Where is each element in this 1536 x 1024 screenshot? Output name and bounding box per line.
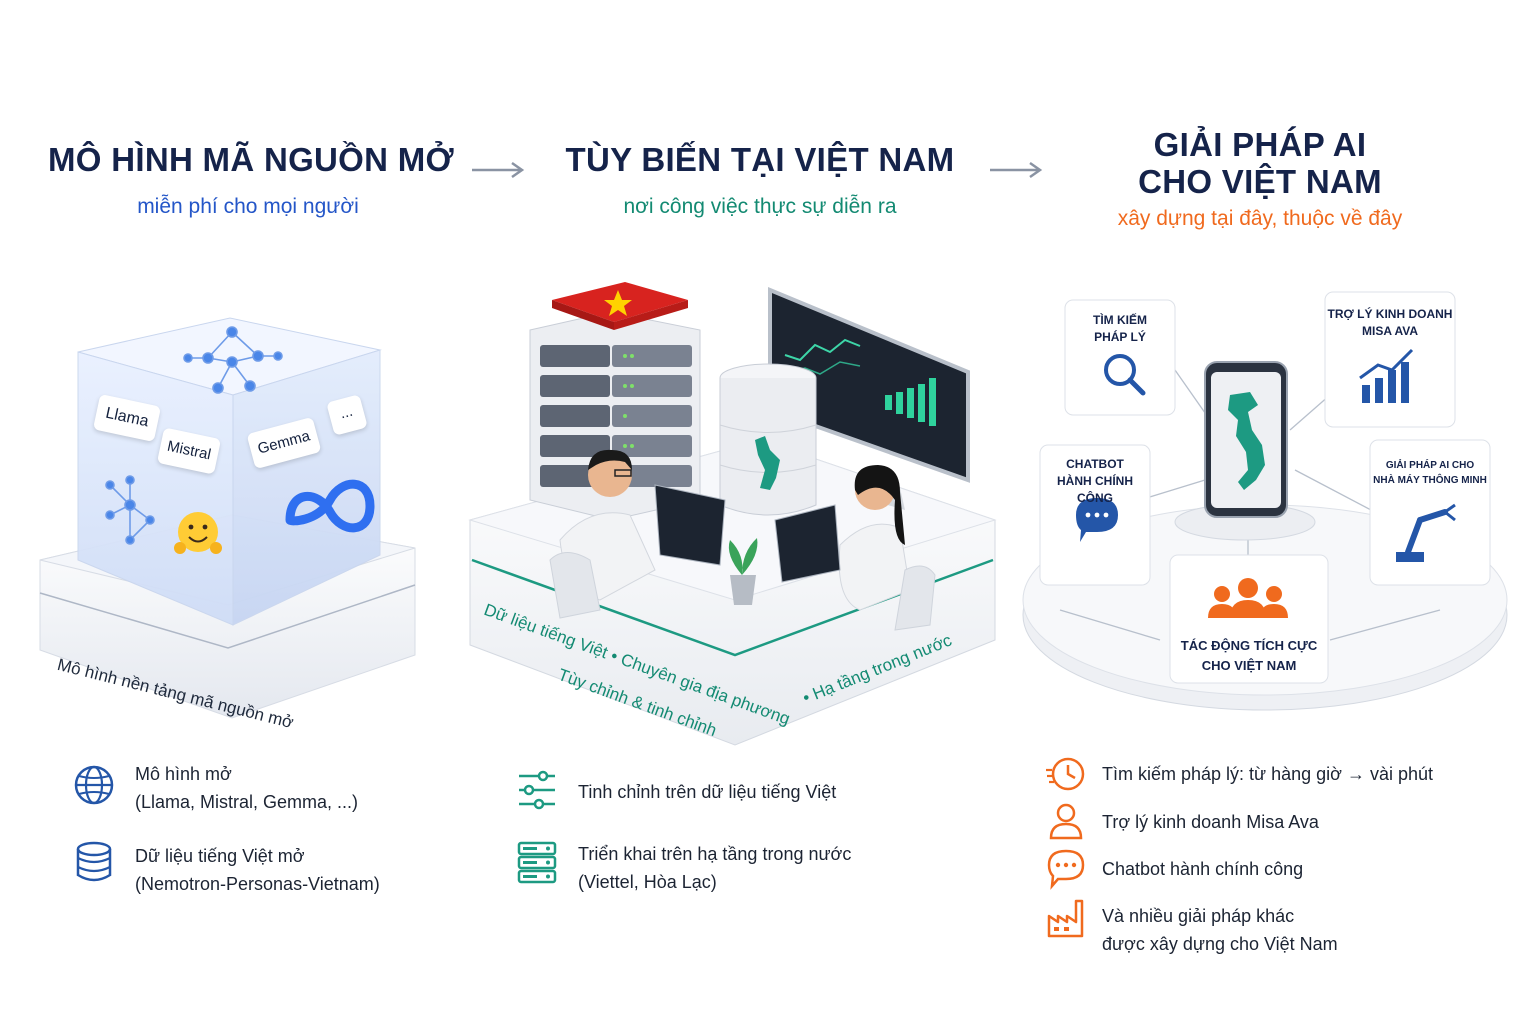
bullet-domestic-infra: Triển khai trên hạ tầng trong nước(Viett… (578, 844, 852, 892)
bullet-finetune: Tinh chỉnh trên dữ liệu tiếng Việt (578, 782, 837, 802)
server-icon (517, 841, 557, 884)
column-2-subtitle: nơi công việc thực sự diễn ra (623, 195, 897, 218)
cube-base-label: Mô hình nền tảng mã nguồn mở (55, 655, 296, 733)
bullet-open-vietnamese-data: Dữ liệu tiếng Việt mở(Nemotron-Personas-… (135, 846, 380, 894)
column-1-subtitle: miễn phí cho mọi người (137, 195, 359, 218)
smartphone-vietnam-map (1204, 361, 1288, 518)
bullet-open-models: Mô hình mở(Llama, Mistral, Gemma, ...) (135, 764, 359, 812)
bullet-misa-ava: Trợ lý kinh doanh Misa Ava (1102, 812, 1319, 832)
model-chip-gemma: Gemma (246, 416, 322, 470)
server-rack (529, 282, 701, 521)
clock-icon (1046, 757, 1085, 791)
column-3-subtitle: xây dựng tại đây, thuộc về đây (1117, 207, 1403, 230)
chat-icon (1047, 849, 1085, 890)
factory-icon (1047, 899, 1084, 938)
model-chip-more: ... (326, 394, 368, 436)
bullet-legal-search: Tìm kiếm pháp lý: từ hàng giờ → vài phút (1102, 764, 1433, 784)
column-1-title: MÔ HÌNH MÃ NGUỒN MỞ (48, 141, 454, 178)
platform-label-right: • Hạ tầng trong nước (800, 630, 955, 708)
column-2-title: TÙY BIẾN TẠI VIỆT NAM (565, 141, 955, 178)
vietnam-flag-icon (552, 282, 688, 330)
bullet-public-chatbot: Chatbot hành chính công (1102, 859, 1304, 879)
globe-icon (74, 765, 114, 805)
engineer-man (559, 449, 726, 601)
arrow-right-icon (472, 161, 525, 179)
arrow-right-icon (990, 161, 1043, 179)
engineer-woman (774, 465, 911, 611)
sliders-icon (519, 770, 555, 810)
database-cylinder (719, 363, 817, 516)
user-icon (1049, 803, 1083, 840)
plant-icon (728, 538, 758, 605)
open-model-cube (77, 317, 382, 626)
meta-infinity-icon (285, 479, 375, 533)
cube-base (39, 514, 416, 719)
model-chip-llama: Llama (92, 393, 162, 443)
model-chip-mistral: Mistral (156, 427, 222, 475)
column-3-title-line1: GIẢI PHÁP AI (1153, 126, 1367, 163)
column-3-title-line2: CHO VIỆT NAM (1138, 163, 1382, 200)
dashboard-monitor (768, 287, 970, 510)
hugging-face-icon (174, 512, 222, 554)
database-icon (76, 841, 112, 882)
